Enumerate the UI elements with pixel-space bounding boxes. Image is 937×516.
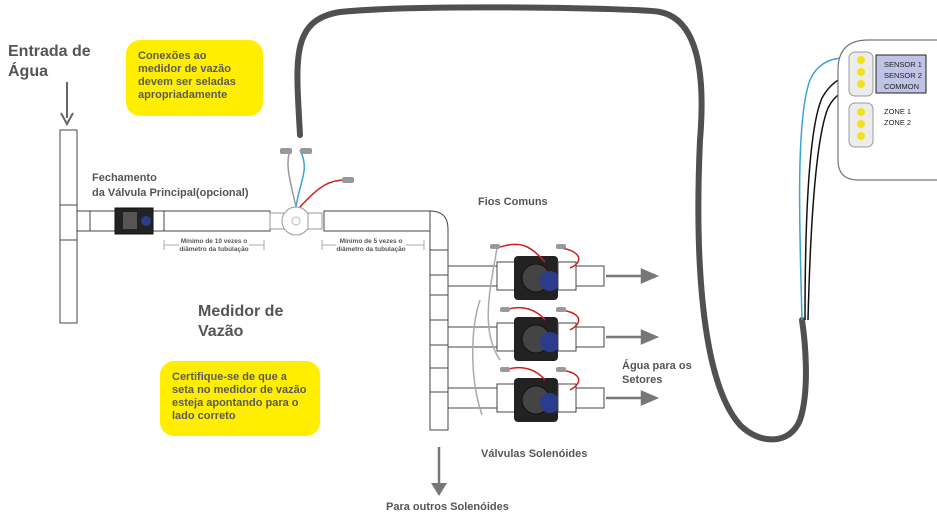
controller-common: COMMON	[884, 82, 919, 91]
branch-pipe-3	[447, 387, 499, 409]
manifold-pipe	[429, 249, 449, 431]
main-valve-label-1: Fechamento	[92, 172, 157, 184]
sensor-cable	[294, 4, 809, 443]
flow-sensor-wires	[287, 149, 346, 208]
controller-zone2: ZONE 2	[884, 118, 912, 127]
other-solenoids-label: Para outros Solenóides	[386, 501, 509, 513]
water-inlet-label: Entrada de Água	[8, 43, 91, 80]
main-valve	[114, 207, 154, 235]
flow-meter-label: Medidor de Vazão	[198, 303, 284, 340]
wire-nut-meter-1	[280, 148, 292, 154]
solenoid-valves-label: Válvulas Solenóides	[481, 448, 588, 460]
common-wires-label: Fios Comuns	[478, 196, 548, 208]
wire-nut-meter-3	[342, 177, 354, 183]
sealed-callout: Conexões ao medidor de vazão devem ser s…	[126, 40, 263, 116]
main-valve-label-2: da Válvula Principal(opcional)	[92, 187, 249, 199]
water-to-zones-label: Água para os Setores	[622, 360, 692, 386]
zone-arrows	[606, 268, 660, 406]
outlet-pipe	[323, 210, 431, 232]
other-solenoids-arrow	[431, 447, 447, 496]
wire-nut-meter-2	[300, 148, 312, 154]
wire-nuts	[490, 244, 566, 372]
water-inlet-arrow	[60, 82, 74, 127]
pipe-elbow	[429, 210, 449, 251]
min-10-label: Mínimo de 10 vezes o diâmetro da tubulaç…	[179, 238, 249, 254]
solenoid-valve-1	[496, 256, 605, 300]
min-5-label: Mínimo de 5 vezes o diâmetro da tubulaçã…	[336, 238, 406, 254]
solenoid-valve-2	[496, 317, 605, 361]
main-pipe	[76, 210, 271, 232]
arrow-callout: Certifique-se de que a seta no medidor d…	[160, 361, 320, 436]
flow-meter	[269, 206, 323, 236]
controller-zone1: ZONE 1	[884, 107, 912, 116]
supply-pipe-vertical	[59, 129, 78, 324]
controller-sensor2: SENSOR 2	[884, 71, 922, 80]
controller	[837, 39, 937, 181]
solenoid-valve-3	[496, 378, 605, 422]
controller-sensor1: SENSOR 1	[884, 60, 922, 69]
